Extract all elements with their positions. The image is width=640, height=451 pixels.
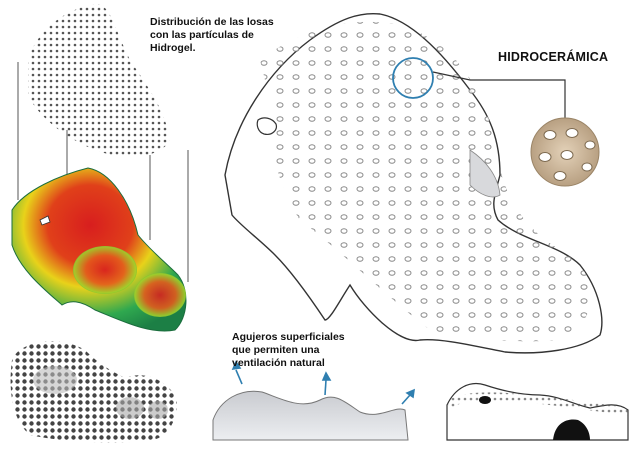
callout-circle: [392, 57, 434, 99]
plan-dot-grid: [10, 341, 178, 443]
hydrogel-distribution-label: Distribución de las losas con las partíc…: [150, 16, 274, 54]
particle-cloud-model: [28, 3, 170, 157]
ventilation-note-label: Agujeros superficiales que permiten una …: [232, 331, 345, 369]
ventilation-arrows: [231, 360, 415, 405]
ceramic-holes: [538, 128, 596, 181]
section-ventilation: [212, 360, 415, 441]
section-interior: [445, 383, 631, 441]
material-name-label: HIDROCERÁMICA: [498, 50, 609, 64]
hydrogel-heatmap-model: [11, 167, 187, 332]
hydroceramic-callout: [392, 57, 600, 187]
callout-leader: [432, 71, 566, 120]
main-shell-model: [224, 12, 603, 354]
projection-lines: [17, 62, 189, 282]
